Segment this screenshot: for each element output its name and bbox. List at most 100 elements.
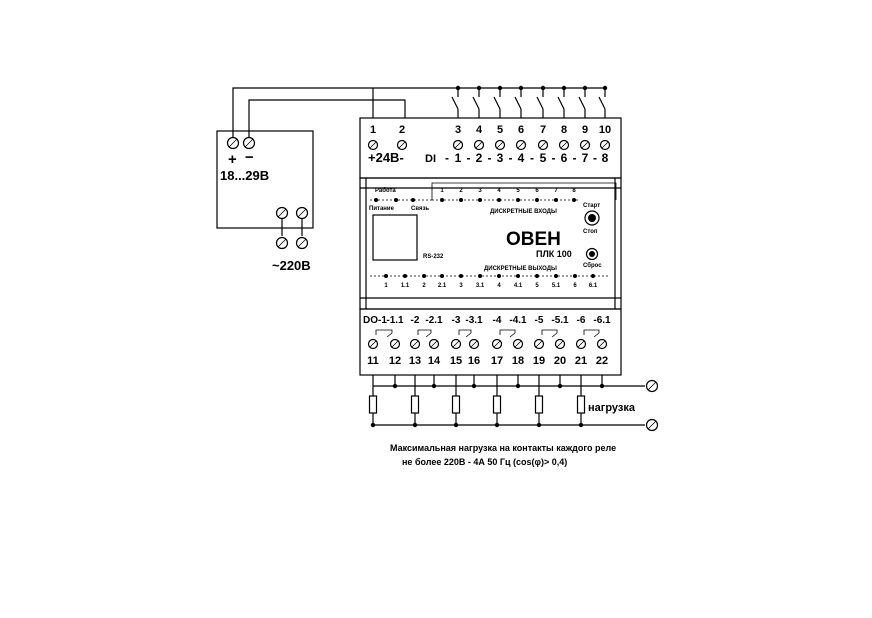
top-terminal-number: 10 [599,124,611,136]
link-led-icon [411,198,415,202]
do-led-icon [459,274,463,278]
do-led-number: 6.1 [589,283,598,289]
di-terminal-label: 7 [582,151,589,165]
junction-dot-icon [471,383,477,389]
switch-contact-icon [557,96,565,110]
terminal-screw-icon [554,338,566,350]
reset-label: Сброс [583,262,602,269]
do-title: ДИСКРЕТНЫЕ ВЫХОДЫ [484,266,557,272]
bottom-terminal-number: 13 [409,355,421,367]
supply-wires [232,87,605,137]
load-terminal-2-icon [645,418,659,432]
do-led-icon [478,274,482,278]
ps-plus-label: + [228,151,237,168]
do-led-icon [440,274,444,278]
switch-contact-icon [578,96,586,110]
switch-contact-icon [493,96,501,110]
do-terminal-label: -3 [452,315,461,326]
switch-contact-icon [514,96,522,110]
di-led-number: 7 [554,188,558,194]
plc-bottom-section [359,308,622,376]
start-stop-button-cap-icon [588,214,596,222]
junction-dot-icon [412,422,418,428]
terminal-screw-icon [450,338,462,350]
top-terminal-number: 4 [476,124,483,136]
do-led-number: 5.1 [552,283,561,289]
terminal-screw-icon [596,338,608,350]
do-terminal-label: -3.1 [465,315,483,326]
load-label: нагрузка [588,402,636,414]
bottom-terminal-number: 11 [367,355,379,367]
terminal-screw-icon [452,139,464,151]
start-label: Старт [583,203,600,209]
do-led-number: 3.1 [476,283,485,289]
ps-terminal-plus-icon [226,136,240,150]
do-terminal-label: -4.1 [509,315,527,326]
switch-contact-icon [536,96,544,110]
bottom-terminal-number: 14 [428,355,441,367]
top-terminal-number: 3 [455,124,461,136]
top-terminal-number: 9 [582,124,588,136]
load-resistor-icon [368,395,378,414]
terminal-screw-icon [494,139,506,151]
relay-contact-icon [583,329,600,335]
bottom-terminal-number: 12 [389,355,401,367]
do-led-icon [497,274,501,278]
junction-dot-icon [536,422,542,428]
top-terminal-number: 1 [370,124,376,136]
do-terminal-label: -5 [535,315,544,326]
do-terminal-label: -5.1 [551,315,569,326]
terminal-screw-icon [575,338,587,350]
do-led-number: 6 [573,283,577,289]
note-line-1: Максимальная нагрузка на контакты каждог… [390,443,616,453]
relay-contact-icon [465,332,472,338]
link-led-label: Связь [411,206,429,212]
terminal-screw-icon [428,338,440,350]
di-dash-label: - [530,151,534,165]
di-terminal-label: 5 [540,151,547,165]
do-led-number: 5 [535,283,539,289]
top-terminal-number: 7 [540,124,546,136]
di-led-icon [572,198,576,202]
load-resistor-icon [410,395,420,414]
bottom-terminal-number: 18 [512,355,524,367]
do-led-number: 4 [497,283,501,289]
relay-contact-icon [593,332,600,338]
ps-voltage-label: 18...29В [220,168,269,183]
power-supply: + − 18...29В ~220В [216,130,314,273]
terminal-screw-icon [491,338,503,350]
junction-dot-icon [392,383,398,389]
do-led-icon [591,274,595,278]
power-supply-box [216,130,314,229]
di-led-icon [478,198,482,202]
di-dash-label: - [509,151,513,165]
di-terminal-label: 4 [518,151,525,165]
do-led-number: 2 [422,283,426,289]
load-resistor-icon [451,395,461,414]
di-dash-label: - [488,151,492,165]
ps-mains-terminal-1-icon [275,206,289,220]
do-led-icon [403,274,407,278]
do-terminal-label: DO-1 [363,315,387,326]
do-led-icon [422,274,426,278]
top-terminal-number: 6 [518,124,524,136]
start-stop-button[interactable] [584,210,600,226]
bottom-terminal-number: 22 [596,355,608,367]
bottom-terminal-number: 17 [491,355,503,367]
di-terminal-label: 1 [455,151,462,165]
do-terminal-label: -6 [577,315,586,326]
do-led-icon [573,274,577,278]
do-led-icon [554,274,558,278]
relay-contact-icon [417,329,432,335]
load-resistor-icon [576,395,586,414]
relay-contact-icon [386,332,393,338]
supply-label: +24В- [368,150,404,165]
di-led-number: 4 [497,188,501,194]
junction-dot-icon [578,422,584,428]
bottom-terminal-number: 20 [554,355,566,367]
relay-contact-icon [375,329,393,335]
reset-button[interactable] [585,247,599,261]
output-wiring [368,375,659,432]
